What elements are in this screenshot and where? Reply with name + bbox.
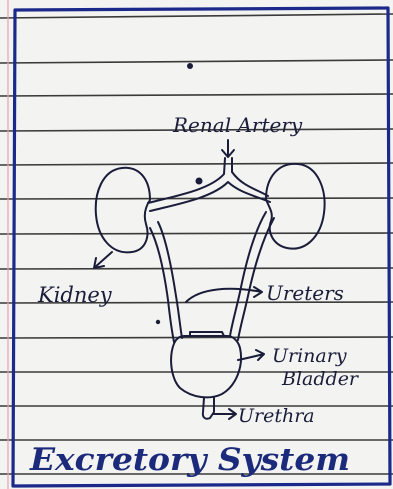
ink-dot xyxy=(187,63,193,69)
label-renal-artery: Renal Artery xyxy=(172,113,303,137)
label-kidney: Kidney xyxy=(37,283,113,307)
diagram-title: Excretory System xyxy=(29,442,350,478)
ink-dot xyxy=(156,320,160,324)
label-urethra: Urethra xyxy=(238,405,315,427)
ink-dot xyxy=(196,178,203,185)
label-bladder: Bladder xyxy=(281,368,360,390)
label-urinary: Urinary xyxy=(272,345,347,367)
label-ureters: Ureters xyxy=(266,281,344,305)
